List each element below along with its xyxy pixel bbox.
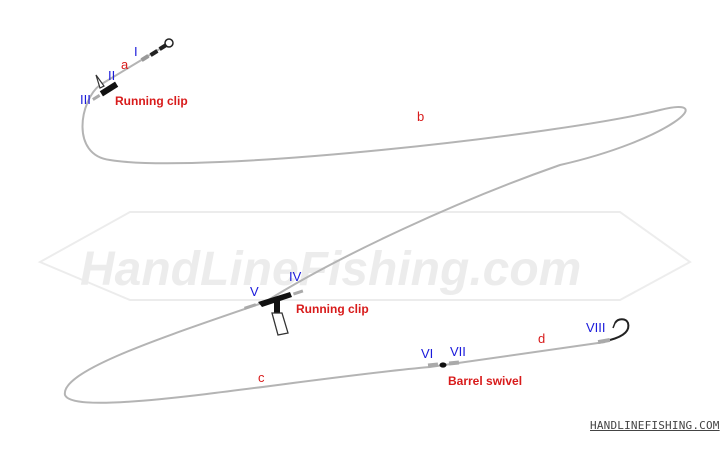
watermark: HandLineFishing.com	[37, 211, 692, 301]
label-IV: IV	[289, 269, 302, 284]
label-b: b	[417, 109, 424, 124]
hook-icon	[597, 318, 630, 345]
fishing-line	[63, 43, 687, 404]
label-III: III	[80, 92, 91, 107]
watermark-text: HandLineFishing.com	[80, 243, 581, 296]
running-clip-label-top: Running clip	[115, 94, 188, 108]
label-V: V	[250, 284, 259, 299]
barrel-swivel-label: Barrel swivel	[448, 374, 522, 388]
running-clip-icon-top	[92, 74, 119, 101]
site-credit: HANDLINEFISHING.COM	[590, 419, 720, 432]
running-clip-label-mid: Running clip	[296, 302, 369, 316]
label-II: II	[108, 68, 115, 83]
running-clip-icon-mid	[243, 289, 304, 336]
barrel-swivel-icon	[427, 360, 460, 368]
label-a: a	[121, 57, 129, 72]
label-VI: VI	[421, 346, 433, 361]
label-VII: VII	[450, 344, 466, 359]
label-VIII: VIII	[586, 320, 606, 335]
snap-icon	[140, 38, 174, 62]
label-I: I	[134, 44, 138, 59]
label-d: d	[538, 331, 545, 346]
label-c: c	[258, 370, 265, 385]
watermark-fish-outline	[37, 211, 692, 301]
